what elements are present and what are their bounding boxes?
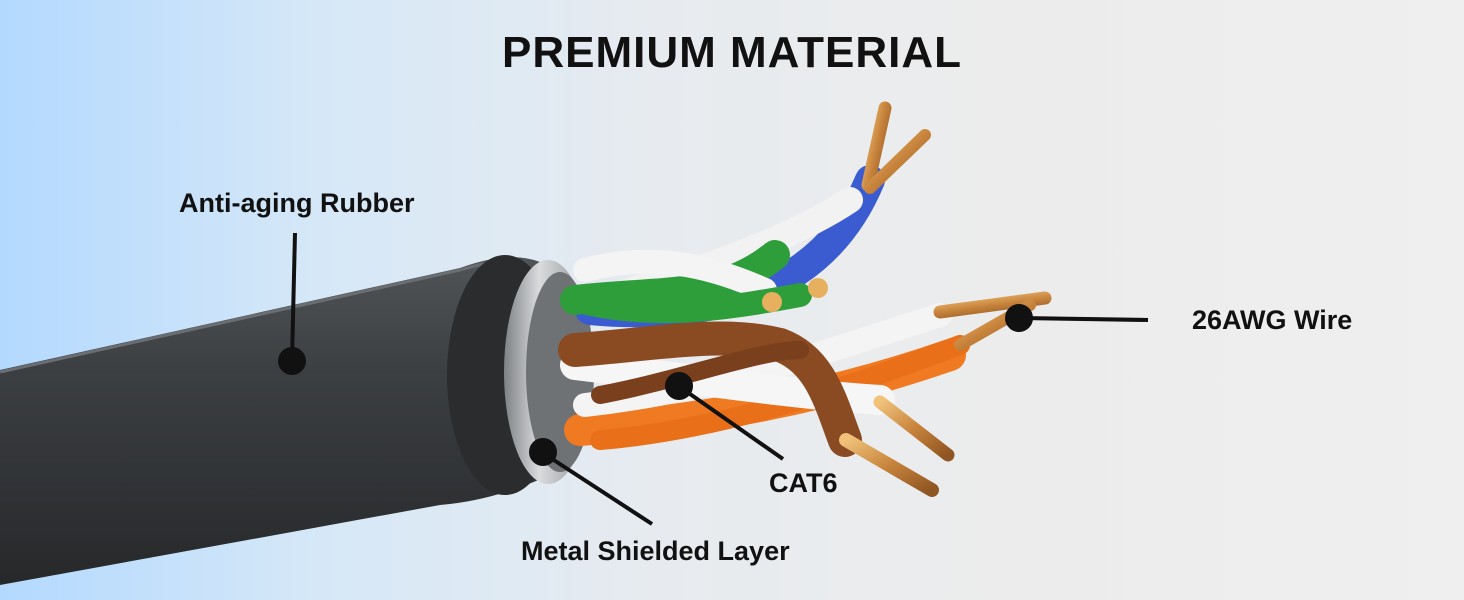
callout-label-26awg: 26AWG Wire [1192,305,1353,335]
dot-awg [1005,304,1033,332]
copper-conductors [762,101,1052,497]
callout-label-shield: Metal Shielded Layer [521,536,790,566]
leader-cat6 [678,385,785,461]
leader-awg [1019,316,1149,322]
page-title: PREMIUM MATERIAL [501,28,963,77]
twisted-pairs [558,165,970,457]
callout-leaders [278,232,1149,526]
leader-rubber [290,232,297,361]
leader-shield [541,451,654,526]
dot-shield [529,438,557,466]
callout-label-cat6: CAT6 [769,468,838,498]
dot-rubber [278,347,306,375]
callout-label-rubber: Anti-aging Rubber [179,188,415,218]
rubber-jacket [0,255,563,585]
dot-cat6 [665,372,693,400]
